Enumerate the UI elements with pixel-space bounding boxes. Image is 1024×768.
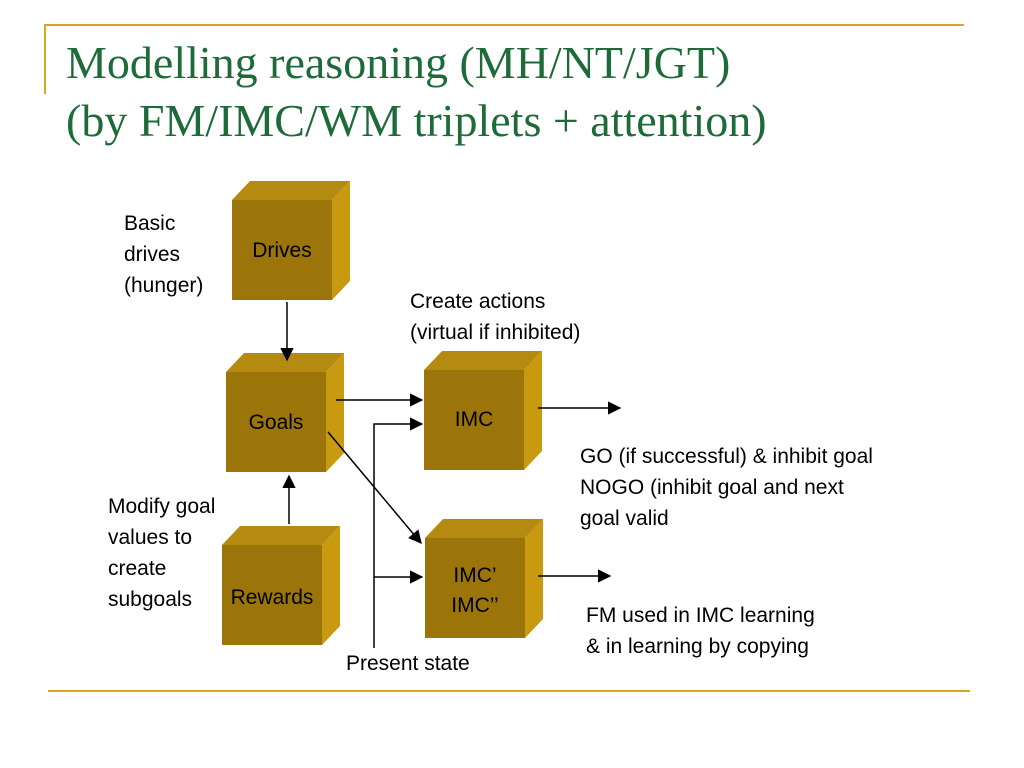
imc-prime-box-label-2: IMC’’ — [451, 594, 499, 617]
rewards-box — [222, 526, 340, 645]
arrow-present-state-to-imc — [373, 417, 424, 648]
fm-used-note: FM used in IMC learning & in learning by… — [586, 604, 815, 658]
present-state-label: Present state — [346, 652, 470, 675]
go-nogo-note: GO (if successful) & inhibit goal NOGO (… — [580, 445, 873, 530]
title-line-2: (by FM/IMC/WM triplets + attention) — [66, 95, 767, 146]
modify-goal-note: Modify goal values to create subgoals — [108, 495, 216, 611]
frame-bottom-line — [48, 690, 970, 692]
rewards-box-label: Rewards — [230, 586, 314, 609]
imc-prime-box-label-1: IMC’ — [453, 564, 497, 587]
imc-box — [424, 351, 542, 470]
goals-box-label: Goals — [248, 411, 304, 434]
imc-prime-box — [425, 519, 543, 638]
imc-box-label: IMC — [454, 408, 494, 431]
basic-drives-note: Basic drives (hunger) — [124, 212, 204, 297]
frame-top-line — [44, 24, 964, 26]
goals-box — [226, 353, 344, 472]
drives-box — [232, 181, 350, 300]
slide-title: Modelling reasoning (MH/NT/JGT) (by FM/I… — [66, 34, 767, 150]
title-line-1: Modelling reasoning (MH/NT/JGT) — [66, 37, 731, 88]
drives-box-label: Drives — [252, 239, 312, 262]
create-actions-note: Create actions (virtual if inhibited) — [410, 290, 581, 344]
frame-left-line — [44, 24, 46, 94]
